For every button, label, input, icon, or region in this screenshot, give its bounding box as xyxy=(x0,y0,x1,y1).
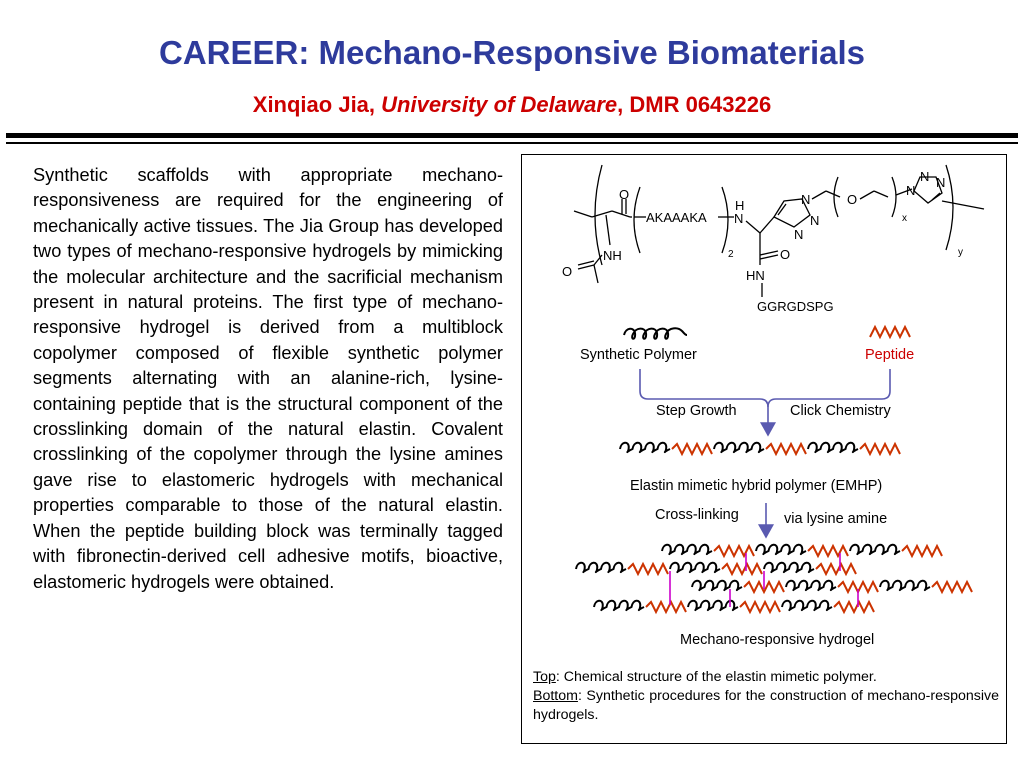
peptide-segment xyxy=(627,561,669,577)
atom-h: H xyxy=(735,198,744,213)
synthetic-polymer-label: Synthetic Polymer xyxy=(580,347,697,363)
via-lysine-label: via lysine amine xyxy=(784,511,887,527)
peptide-segment xyxy=(833,599,875,615)
ether-bracket-left xyxy=(833,176,839,218)
peptide-icon xyxy=(869,324,911,340)
atom-nh-1: NH xyxy=(603,248,622,263)
polymer-segment xyxy=(785,579,837,592)
polymer-segment xyxy=(669,561,721,574)
polymer-segment xyxy=(755,543,807,556)
atom-o-1: O xyxy=(619,187,629,202)
triazole2-n-3: N xyxy=(906,183,915,198)
header-rule-thin xyxy=(6,142,1018,144)
triazole-ring-2 xyxy=(913,176,943,204)
emhp-label: Elastin mimetic hybrid polymer (EMHP) xyxy=(630,478,882,494)
polymer-segment xyxy=(713,441,765,454)
peptide-akaaaka: AKAAAKA xyxy=(646,210,707,225)
triazole-n-1: N xyxy=(801,192,810,207)
caption-top-text: : Chemical structure of the elastin mime… xyxy=(555,669,877,685)
caption-bottom-text: : Synthetic procedures for the construct… xyxy=(533,688,999,723)
hydrogel-network xyxy=(575,543,973,615)
institution-name: University of Delaware xyxy=(381,92,618,117)
figure-diagram: O NH O AKAAAKA H N 2 N N N O HN GGRGDSPG… xyxy=(562,164,985,648)
polymer-segment xyxy=(619,441,671,454)
caption-top-label: Top xyxy=(533,669,556,685)
triazole-n-2: N xyxy=(810,213,819,228)
peptide-segment xyxy=(645,599,687,615)
polymer-segment xyxy=(691,579,743,592)
caption-bottom-label: Bottom xyxy=(533,688,578,704)
award-number: , DMR 0643226 xyxy=(617,92,772,117)
figure-caption: Top: Chemical structure of the elastin m… xyxy=(533,668,999,725)
subscript-x: x xyxy=(902,213,907,224)
polymer-segment xyxy=(849,543,901,556)
polymer-segment xyxy=(687,599,739,612)
subscript-2: 2 xyxy=(728,249,734,260)
chemical-structure-labels: O NH O AKAAAKA H N 2 N N N O HN GGRGDSPG… xyxy=(562,169,963,314)
figure-panel: O NH O AKAAAKA H N 2 N N N O HN GGRGDSPG… xyxy=(521,154,1007,744)
outer-bracket-left xyxy=(594,164,603,266)
chemical-structure xyxy=(573,164,985,297)
polymer-segment xyxy=(879,579,931,592)
peptide-label: Peptide xyxy=(865,347,914,363)
peptide-segment xyxy=(931,579,973,595)
inner-bracket-left xyxy=(633,186,641,254)
peptide-segment xyxy=(739,599,781,615)
body-paragraph: Synthetic scaffolds with appropriate mec… xyxy=(33,165,503,592)
author-name: Xinqiao Jia, xyxy=(252,92,376,117)
page-subtitle: Xinqiao Jia, University of Delaware, DMR… xyxy=(0,92,1024,118)
peptide-segment xyxy=(901,543,943,559)
peptide-segment xyxy=(743,579,785,595)
inner-bracket-right xyxy=(721,186,729,254)
triazole-ring-1 xyxy=(773,198,811,228)
polymer-segment xyxy=(763,561,815,574)
step-growth-label: Step Growth xyxy=(656,403,737,419)
emhp-chain xyxy=(619,441,901,457)
atom-n-1: N xyxy=(734,211,743,226)
atom-o-ether: O xyxy=(847,192,857,207)
atom-o-3: O xyxy=(780,247,790,262)
peptide-segment xyxy=(807,543,849,559)
peptide-segment xyxy=(815,561,857,577)
outer-bracket-right xyxy=(945,164,954,251)
synthetic-polymer-icon xyxy=(623,327,688,340)
polymer-segment xyxy=(593,599,645,612)
peptide-ggrgdspg: GGRGDSPG xyxy=(757,299,834,314)
polymer-segment xyxy=(807,441,859,454)
merge-arrow xyxy=(639,369,891,437)
subscript-y: y xyxy=(958,247,963,258)
hydrogel-label: Mechano-responsive hydrogel xyxy=(680,632,874,648)
peptide-segment xyxy=(671,441,713,457)
polymer-segment xyxy=(781,599,833,612)
polymer-segment xyxy=(575,561,627,574)
page-title: CAREER: Mechano-Responsive Biomaterials xyxy=(158,34,865,71)
peptide-segment xyxy=(765,441,807,457)
polymer-segment xyxy=(661,543,713,556)
header-rule-thick xyxy=(6,133,1018,138)
ether-bracket-right xyxy=(891,176,897,218)
peptide-segment xyxy=(721,561,763,577)
peptide-segment xyxy=(859,441,901,457)
triazole2-n-2: N xyxy=(936,175,945,190)
atom-hn: HN xyxy=(746,268,765,283)
click-chemistry-label: Click Chemistry xyxy=(790,403,891,419)
crosslinking-label: Cross-linking xyxy=(655,507,739,523)
triazole-n-3: N xyxy=(794,227,803,242)
atom-o-2: O xyxy=(562,264,572,279)
peptide-segment xyxy=(713,543,755,559)
triazole2-n-1: N xyxy=(920,169,929,184)
